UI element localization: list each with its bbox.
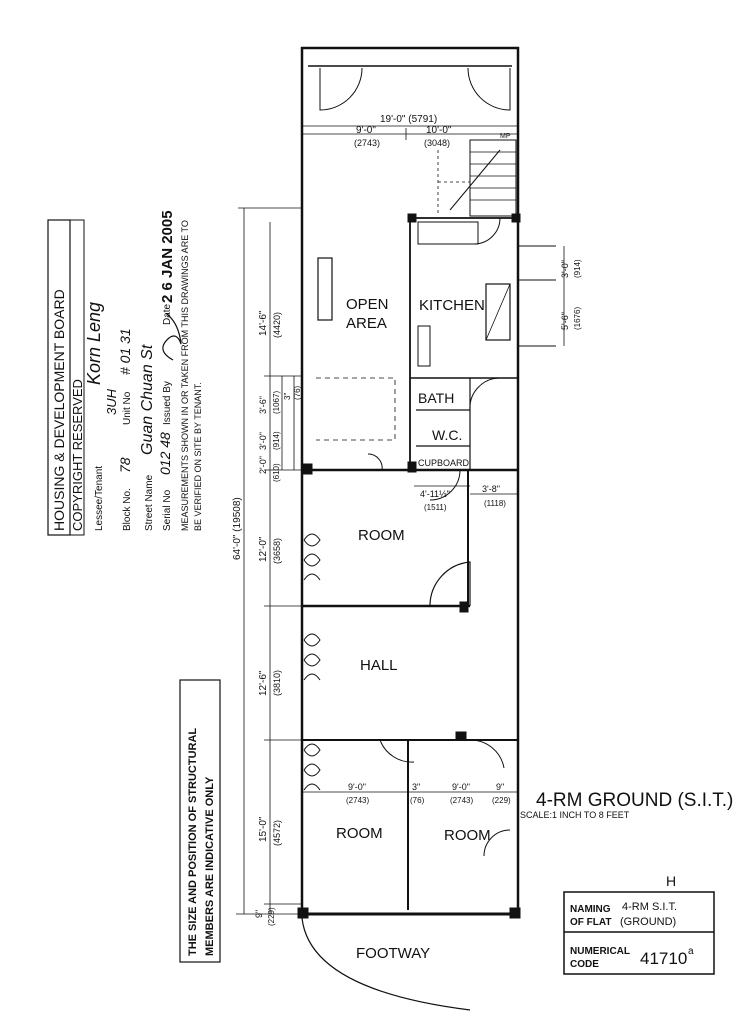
label-room-1: ROOM bbox=[358, 527, 405, 544]
dim-c3-8: 3'-8" bbox=[482, 484, 500, 494]
naming-value-2: (GROUND) bbox=[620, 916, 676, 928]
dim-w9-mm: (2743) bbox=[354, 138, 380, 148]
stamp-street-value: Guan Chuan St bbox=[139, 344, 156, 455]
doors bbox=[303, 67, 511, 857]
stamp-street-label: Street Name bbox=[144, 474, 155, 531]
label-bath: BATH bbox=[418, 390, 454, 406]
label-hall: HALL bbox=[360, 657, 398, 674]
dim-2-0: 2'-0" bbox=[258, 456, 268, 474]
stamp-lessee-value: Korn Leng bbox=[84, 302, 104, 385]
stamp-lessee-label: Lessee/Tenant bbox=[94, 466, 105, 531]
label-area: AREA bbox=[346, 315, 387, 332]
dim-2-0-mm: (610) bbox=[272, 463, 281, 482]
numerical-value: 41710 bbox=[640, 949, 687, 968]
dim-c4-11: 4'-11½" bbox=[420, 489, 450, 499]
label-kitchen: KITCHEN bbox=[419, 297, 485, 314]
dim-r3-mm: (76) bbox=[410, 796, 425, 805]
structural-note-line1: THE SIZE AND POSITION OF STRUCTURAL bbox=[187, 728, 199, 956]
naming-box bbox=[563, 891, 715, 975]
dim-15-0: 15'-0" bbox=[258, 816, 269, 842]
dim-12-0: 12'-0" bbox=[258, 536, 269, 562]
plan-letter: H bbox=[666, 873, 676, 889]
dim-r9: 9" bbox=[496, 782, 504, 792]
dim-k3-0-mm: (914) bbox=[573, 259, 582, 278]
stamp-note-line2: BE VERIFIED ON SITE BY TENANT. bbox=[193, 382, 203, 531]
dim-r9-mm: (229) bbox=[492, 796, 511, 805]
dim-c4-11-mm: (1511) bbox=[424, 503, 447, 512]
dim-15-0-mm: (4572) bbox=[272, 820, 282, 846]
dim-9: 9" bbox=[254, 910, 264, 918]
structural-note: THE SIZE AND POSITION OF STRUCTURAL MEMB… bbox=[179, 679, 221, 963]
dim-k5-6: 5'-6" bbox=[560, 312, 570, 330]
label-wc: W.C. bbox=[432, 427, 462, 443]
stamp-block-label: Block No. bbox=[122, 488, 133, 531]
dim-14-6-mm: (4420) bbox=[272, 312, 282, 338]
hdb-stamp: HOUSING & DEVELOPMENT BOARD COPYRIGHT RE… bbox=[47, 210, 203, 536]
dim-3-6-mm: (1067) bbox=[272, 391, 281, 414]
plan-scale: SCALE:1 INCH TO 8 FEET bbox=[520, 810, 630, 820]
label-room-3: ROOM bbox=[444, 827, 491, 844]
title-block: 4-RM GROUND (S.I.T.) SCALE:1 INCH TO 8 F… bbox=[520, 790, 733, 975]
stamp-signature bbox=[162, 313, 182, 361]
structural-note-line2: MEMBERS ARE INDICATIVE ONLY bbox=[204, 776, 216, 956]
walls bbox=[297, 46, 556, 1011]
dim-r3: 3" bbox=[412, 782, 420, 792]
numerical-suffix: a bbox=[688, 946, 694, 957]
dim-3-0-mm: (914) bbox=[272, 431, 281, 450]
dim-r9-0a: 9'-0" bbox=[348, 782, 366, 792]
dim-w10-mm: (3048) bbox=[424, 138, 450, 148]
dim-k3-0: 3'-0" bbox=[560, 260, 570, 278]
stamp-issued-label: Issued By bbox=[162, 381, 173, 425]
stamp-lessee-hand: 3UH bbox=[104, 388, 119, 415]
dim-3-0: 3'-0" bbox=[258, 432, 268, 450]
stamp-unit-label: Unit No bbox=[122, 391, 133, 425]
numerical-label-2: CODE bbox=[570, 959, 599, 970]
dim-overall-width: 19'-0" (5791) bbox=[380, 114, 437, 125]
label-footway: FOOTWAY bbox=[356, 945, 430, 962]
stamp-block-value: 78 bbox=[117, 457, 133, 473]
stamp-serial-value: 012 48 bbox=[157, 432, 173, 475]
dimension-text: 19'-0" (5791) 9'-0" (2743) 10'-0" (3048)… bbox=[232, 114, 582, 926]
stamp-unit-value: # 01 31 bbox=[117, 328, 133, 375]
dim-12-6: 12'-6" bbox=[258, 670, 269, 696]
dim-r9-0b-mm: (2743) bbox=[450, 796, 473, 805]
room-labels: OPEN AREA KITCHEN BATH W.C. CUPBOARD ROO… bbox=[336, 296, 491, 962]
dim-r9-0b: 9'-0" bbox=[452, 782, 470, 792]
label-room-2: ROOM bbox=[336, 825, 383, 842]
dimension-lines bbox=[236, 125, 565, 915]
naming-label-1: NAMING bbox=[570, 904, 611, 915]
dim-r9-0a-mm: (2743) bbox=[346, 796, 369, 805]
dim-9-mm: (229) bbox=[267, 907, 276, 926]
label-open: OPEN bbox=[346, 296, 389, 313]
stamp-copyright: COPYRIGHT RESERVED bbox=[70, 379, 85, 531]
dim-3: 3" bbox=[283, 393, 292, 400]
stamp-date-value: 2 6 JAN 2005 bbox=[159, 210, 176, 303]
dim-w9: 9'-0" bbox=[356, 125, 376, 136]
dim-c3-8-mm: (1118) bbox=[484, 499, 506, 508]
label-cupboard: CUPBOARD bbox=[418, 458, 470, 468]
dim-overall-length: 64'-0" (19508) bbox=[232, 497, 243, 560]
stamp-title: HOUSING & DEVELOPMENT BOARD bbox=[51, 289, 67, 531]
plan-title: 4-RM GROUND (S.I.T.) bbox=[536, 790, 733, 811]
dim-12-6-mm: (3810) bbox=[272, 670, 282, 696]
dim-k5-6-mm: (1676) bbox=[573, 307, 582, 330]
dim-3-6: 3'-6" bbox=[258, 396, 268, 414]
dim-3-mm: (76) bbox=[293, 385, 302, 400]
naming-value-1: 4-RM S.I.T. bbox=[622, 901, 677, 913]
naming-label-2: OF FLAT bbox=[570, 917, 611, 928]
numerical-label-1: NUMERICAL bbox=[570, 946, 630, 957]
stamp-note-line1: MEASUREMENTS SHOWN IN OR TAKEN FROM THIS… bbox=[180, 220, 190, 531]
dim-14-6: 14'-6" bbox=[258, 310, 269, 336]
dim-12-0-mm: (3658) bbox=[272, 538, 282, 564]
stamp-serial-label: Serial No bbox=[162, 489, 173, 531]
dim-w10: 10'-0" bbox=[426, 125, 452, 136]
dim-mp: MP bbox=[500, 133, 511, 140]
